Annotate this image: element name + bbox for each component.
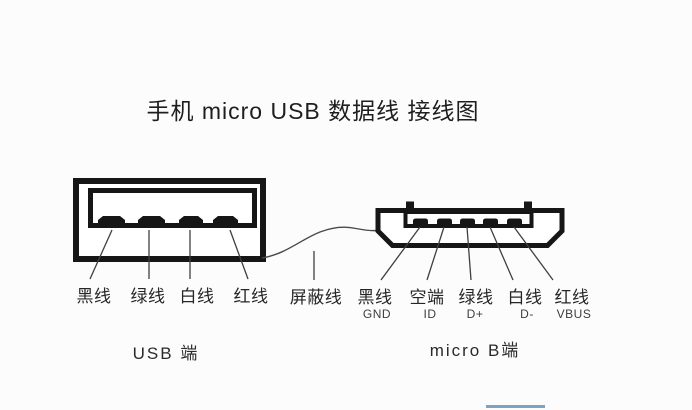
usb-wire-label-green: 绿线 xyxy=(130,287,166,306)
usb-pin-1 xyxy=(98,216,125,226)
micro-pointer-line-id xyxy=(426,226,445,281)
micro-pointer-lines xyxy=(380,226,554,281)
micro-pin-5 xyxy=(507,218,522,224)
diagram-title: 手机 micro USB 数据线 接线图 xyxy=(146,98,480,124)
micro-signal-label-dplus: D+ xyxy=(466,307,484,321)
micro-pointer-line-gnd xyxy=(380,226,421,281)
usb-a-connector xyxy=(73,178,266,262)
micro-pin-3 xyxy=(460,218,475,224)
usb-end-label: USB 端 xyxy=(132,344,200,363)
cable-curve xyxy=(261,226,378,259)
usb-wire-label-white: 白线 xyxy=(179,287,215,306)
micro-signal-label-dminus: D- xyxy=(520,307,534,321)
micro-signal-label-vbus: VBUS xyxy=(556,307,592,321)
micro-wire-label-green: 绿线 xyxy=(458,288,494,307)
usb-pointer-lines xyxy=(89,229,249,280)
micro-pin-4 xyxy=(483,218,498,224)
micro-pin-2 xyxy=(437,218,452,224)
usb-wire-label-black: 黑线 xyxy=(76,287,112,306)
usb-pointer-line-black xyxy=(89,229,113,280)
micro-signal-label-gnd: GND xyxy=(362,307,392,321)
micro-pointer-line-dplus xyxy=(466,226,472,281)
micro-pointer-line-vbus xyxy=(513,226,554,281)
usb-pin-2 xyxy=(138,216,165,226)
micro-b-connector xyxy=(375,201,565,248)
usb-pin-4 xyxy=(213,216,238,226)
micro-wire-label-black: 黑线 xyxy=(357,288,393,307)
partial-button-top-edge[interactable] xyxy=(486,405,545,408)
shield-wire-label: 屏蔽线 xyxy=(289,288,343,307)
usb-pin-3 xyxy=(179,216,203,226)
micro-wire-label-white: 白线 xyxy=(507,288,543,307)
micro-pin-1 xyxy=(413,218,428,224)
usb-pointer-line-red xyxy=(229,229,249,280)
micro-latch-tab-right xyxy=(524,201,532,212)
micro-wire-label-red: 红线 xyxy=(554,288,590,307)
micro-signal-label-id: ID xyxy=(423,307,437,321)
usb-wire-label-red: 红线 xyxy=(233,287,269,306)
micro-end-label: micro B端 xyxy=(429,341,521,360)
micro-latch-tab-left xyxy=(406,201,414,212)
micro-wire-label-nc: 空端 xyxy=(409,288,445,307)
micro-pointer-line-dminus xyxy=(489,226,514,281)
